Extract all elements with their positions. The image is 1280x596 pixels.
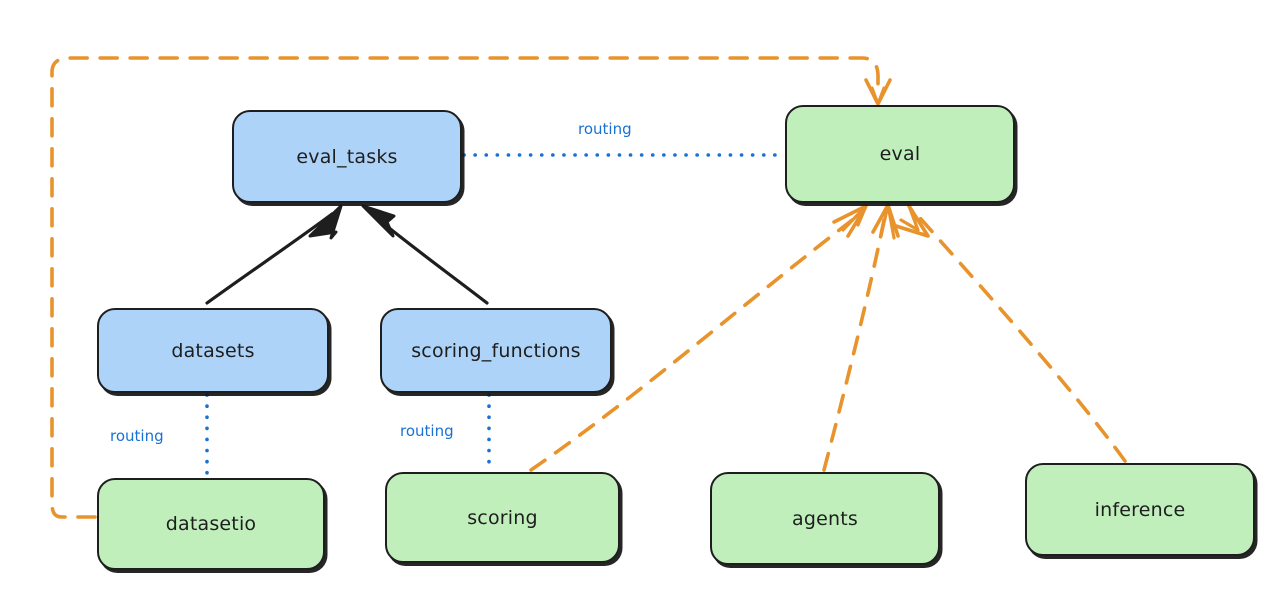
node-label: eval_tasks <box>296 145 398 168</box>
node-eval[interactable]: eval <box>785 105 1015 203</box>
node-label: scoring <box>467 506 538 529</box>
node-scoring[interactable]: scoring <box>385 472 620 563</box>
edge-datasetio-to-eval <box>50 56 892 519</box>
edge-label-routing-scoring-functions-scoring: routing <box>400 422 454 440</box>
edge-datasets-to-eval_tasks <box>205 204 343 305</box>
node-label: eval <box>879 143 921 165</box>
edge-label-routing-datasets-datasetio: routing <box>110 427 164 445</box>
edge-label-routing-eval-tasks-eval: routing <box>578 120 632 138</box>
node-datasetio[interactable]: datasetio <box>97 478 325 570</box>
node-scoring-functions[interactable]: scoring_functions <box>380 308 612 393</box>
node-agents[interactable]: agents <box>710 472 940 565</box>
node-label: agents <box>792 507 858 530</box>
edge-scoring_functions-to-eval_tasks <box>361 204 489 305</box>
edge-inference-to-eval <box>894 204 1127 463</box>
node-label: scoring_functions <box>411 339 581 362</box>
node-label: datasets <box>171 339 255 362</box>
node-label: datasetio <box>165 513 257 535</box>
node-eval-tasks[interactable]: eval_tasks <box>232 110 462 203</box>
node-datasets[interactable]: datasets <box>97 308 329 393</box>
node-inference[interactable]: inference <box>1025 463 1255 556</box>
edge-agents-to-eval <box>822 203 900 472</box>
node-label: inference <box>1094 498 1186 521</box>
